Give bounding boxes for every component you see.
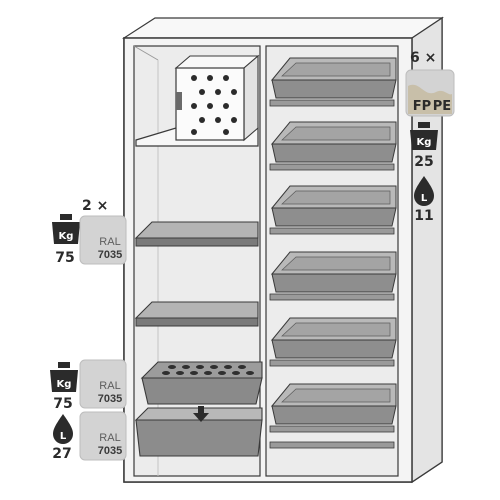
spill-tray [269, 185, 397, 235]
sump-volume-value: 27 [52, 446, 71, 462]
sump-color-name: RAL [99, 432, 120, 444]
sump-color-code: 7035 [98, 445, 122, 457]
shelf-color-name: RAL [99, 236, 120, 248]
tray-spec: 6 × FP PE Kg 25 L 11 [405, 50, 455, 224]
spill-tray [269, 383, 397, 433]
svg-text:Kg: Kg [57, 379, 72, 390]
tray-material-fp: FP [413, 99, 431, 114]
perforated-color-name: RAL [99, 380, 120, 392]
arrow-down-icon [193, 406, 209, 422]
right-compartment [265, 45, 399, 477]
kg-weight-icon: Kg [50, 362, 78, 392]
sump-spec: L 27 RAL 7035 [52, 411, 127, 462]
svg-text:Kg: Kg [59, 231, 74, 242]
tray-load-value: 25 [414, 154, 433, 170]
svg-text:L: L [421, 193, 428, 204]
liter-drop-icon: L [414, 176, 434, 206]
perforated-insert [140, 361, 263, 405]
shelf-spec: 2 × Kg 75 RAL 7035 [52, 198, 127, 266]
shelf-load-value: 75 [55, 250, 74, 266]
tray-material-pe: PE [433, 99, 451, 114]
kg-weight-icon: Kg [52, 214, 80, 244]
spill-tray [269, 57, 397, 107]
shelf-2 [134, 301, 259, 327]
perforated-storage-box [174, 54, 260, 142]
perforated-load-value: 75 [53, 396, 72, 412]
spill-tray [269, 317, 397, 367]
kg-weight-icon: Kg [410, 122, 438, 150]
shelf-count-label: 2 × [82, 198, 108, 214]
tray-count-label: 6 × [410, 50, 436, 66]
perforated-color-code: 7035 [98, 393, 122, 405]
liter-drop-icon: L [53, 414, 73, 444]
tray-volume-value: 11 [414, 208, 433, 224]
perforated-spec: Kg 75 RAL 7035 [50, 359, 127, 412]
shelf-color-code: 7035 [98, 249, 122, 261]
svg-text:Kg: Kg [417, 137, 432, 148]
spill-tray [269, 121, 397, 171]
shelf-1 [134, 221, 259, 247]
spill-tray [269, 251, 397, 301]
left-compartment [133, 45, 263, 477]
svg-text:L: L [60, 431, 67, 442]
